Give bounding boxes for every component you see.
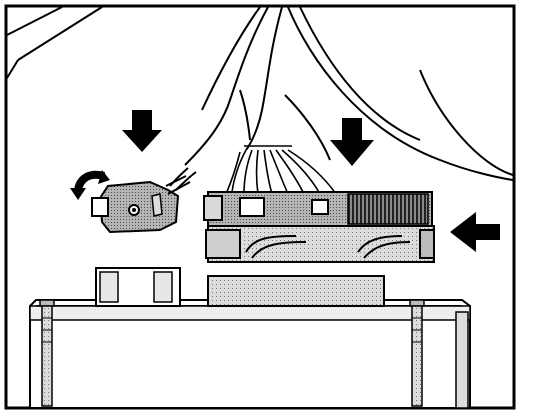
- arrow-down-icon: [122, 110, 162, 152]
- arrow-left-icon: [450, 212, 500, 252]
- control-module: [29, 267, 471, 409]
- screw-left: [39, 299, 55, 407]
- background-curves: [287, 6, 514, 181]
- wiring-harness: [169, 6, 331, 191]
- arrow-down-icon: [330, 118, 374, 166]
- connector-wires: [225, 145, 337, 195]
- main-connector: [203, 191, 435, 263]
- rotate-arrow-icon: [70, 170, 110, 200]
- small-connector: [91, 175, 191, 234]
- background-panel: [6, 6, 103, 79]
- screw-right: [409, 299, 425, 407]
